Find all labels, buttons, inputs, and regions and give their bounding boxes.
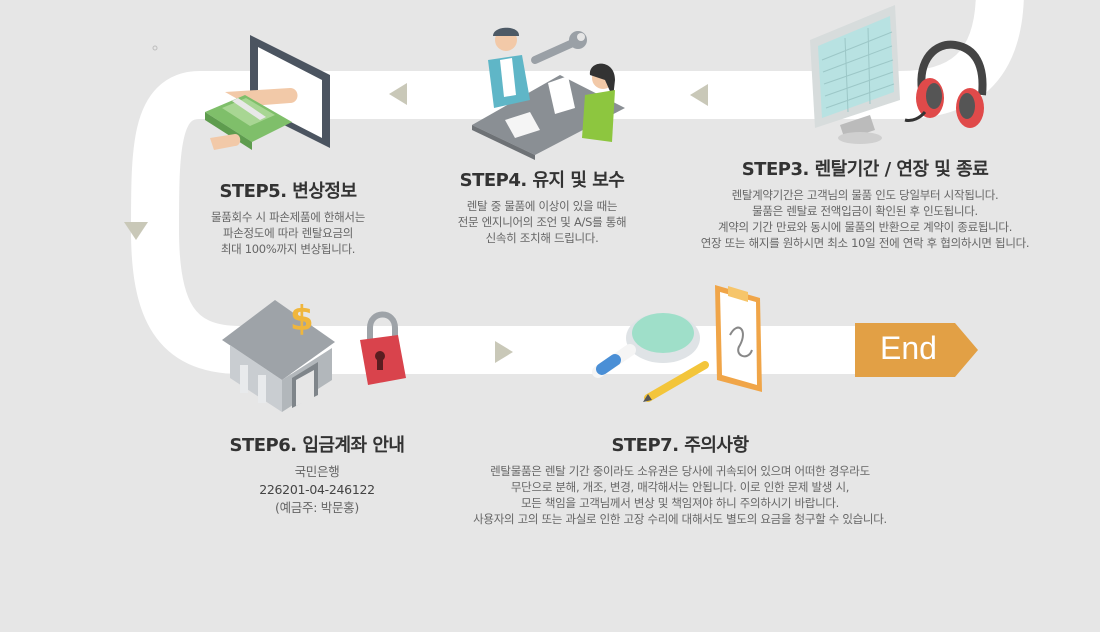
step7-block: STEP7. 주의사항 렌탈물품은 렌탈 기간 중이라도 소유권은 당사에 귀속… bbox=[440, 431, 920, 527]
step5-line: 최대 100%까지 변상됩니다. bbox=[220, 242, 356, 256]
bank-lock-icon: $ bbox=[222, 299, 406, 412]
service-desk-wrench-icon bbox=[472, 27, 625, 160]
step5-line: 물품회수 시 파손제품에 한해서는 bbox=[211, 210, 365, 224]
step7-line: 모든 책임을 고객님께서 변상 및 책임져야 하니 주의하시기 바랍니다. bbox=[520, 496, 840, 510]
step3-line: 연장 또는 해지를 원하시면 최소 10일 전에 연락 후 협의하시면 됩니다. bbox=[700, 236, 1030, 250]
magnifier-clipboard-icon bbox=[592, 285, 762, 402]
step5-line: 파손정도에 따라 렌탈요금의 bbox=[222, 226, 354, 240]
step7-description: 렌탈물품은 렌탈 기간 중이라도 소유권은 당사에 귀속되어 있으며 어떠한 경… bbox=[440, 463, 920, 527]
arrow-left-icon bbox=[690, 84, 708, 106]
arrow-left-icon bbox=[389, 83, 407, 105]
step7-line: 렌탈물품은 렌탈 기간 중이라도 소유권은 당사에 귀속되어 있으며 어떠한 경… bbox=[490, 464, 870, 478]
bank-name: 국민은행 bbox=[294, 464, 340, 479]
money-computer-icon bbox=[205, 35, 330, 150]
step5-block: STEP5. 변상정보 물품회수 시 파손제품에 한해서는 파손정도에 따라 렌… bbox=[188, 177, 388, 257]
svg-text:$: $ bbox=[290, 299, 314, 339]
monitor-headset-icon bbox=[810, 5, 987, 144]
account-number: 226201-04-246122 bbox=[259, 482, 375, 497]
step3-title: STEP3. 렌탈기간 / 연장 및 종료 bbox=[741, 159, 989, 180]
step4-line: 렌탈 중 물품에 이상이 있을 때는 bbox=[466, 199, 618, 213]
step3-description: 렌탈계약기간은 고객님의 물품 인도 당일부터 시작됩니다. 물품은 렌탈료 전… bbox=[680, 187, 1050, 251]
arrow-down-icon bbox=[124, 222, 148, 240]
end-label: End bbox=[880, 330, 937, 366]
step7-line: 무단으로 분해, 개조, 변경, 매각해서는 안됩니다. 이로 인한 문제 발생… bbox=[510, 480, 850, 494]
account-holder: (예금주: 박문홍) bbox=[275, 500, 359, 515]
step6-title: STEP6. 입금계좌 안내 bbox=[229, 435, 406, 456]
step3-line: 계약의 기간 만료와 동시에 물품의 반환으로 계약이 종료됩니다. bbox=[717, 220, 1013, 234]
step5-title: STEP5. 변상정보 bbox=[219, 181, 357, 202]
step3-block: STEP3. 렌탈기간 / 연장 및 종료 렌탈계약기간은 고객님의 물품 인도… bbox=[680, 155, 1050, 251]
decorative-dot bbox=[152, 45, 158, 51]
step6-block: STEP6. 입금계좌 안내 국민은행 226201-04-246122 (예금… bbox=[212, 431, 422, 517]
step3-line: 물품은 렌탈료 전액입금이 확인된 후 인도됩니다. bbox=[752, 204, 978, 218]
step4-title: STEP4. 유지 및 보수 bbox=[459, 170, 625, 191]
step7-line: 사용자의 고의 또는 과실로 인한 고장 수리에 대해서도 별도의 요금을 청구… bbox=[473, 512, 887, 526]
step7-title: STEP7. 주의사항 bbox=[611, 435, 749, 456]
end-badge bbox=[855, 323, 978, 377]
arrow-right-icon bbox=[495, 341, 513, 363]
step6-description: 국민은행 226201-04-246122 (예금주: 박문홍) bbox=[212, 463, 422, 517]
step5-description: 물품회수 시 파손제품에 한해서는 파손정도에 따라 렌탈요금의 최대 100%… bbox=[188, 209, 388, 257]
step4-line: 신속히 조치해 드립니다. bbox=[485, 231, 599, 245]
step4-block: STEP4. 유지 및 보수 렌탈 중 물품에 이상이 있을 때는 전문 엔지니… bbox=[432, 166, 652, 246]
step3-line: 렌탈계약기간은 고객님의 물품 인도 당일부터 시작됩니다. bbox=[731, 188, 999, 202]
step4-description: 렌탈 중 물품에 이상이 있을 때는 전문 엔지니어의 조언 및 A/S를 통해… bbox=[432, 198, 652, 246]
step4-line: 전문 엔지니어의 조언 및 A/S를 통해 bbox=[457, 215, 627, 229]
